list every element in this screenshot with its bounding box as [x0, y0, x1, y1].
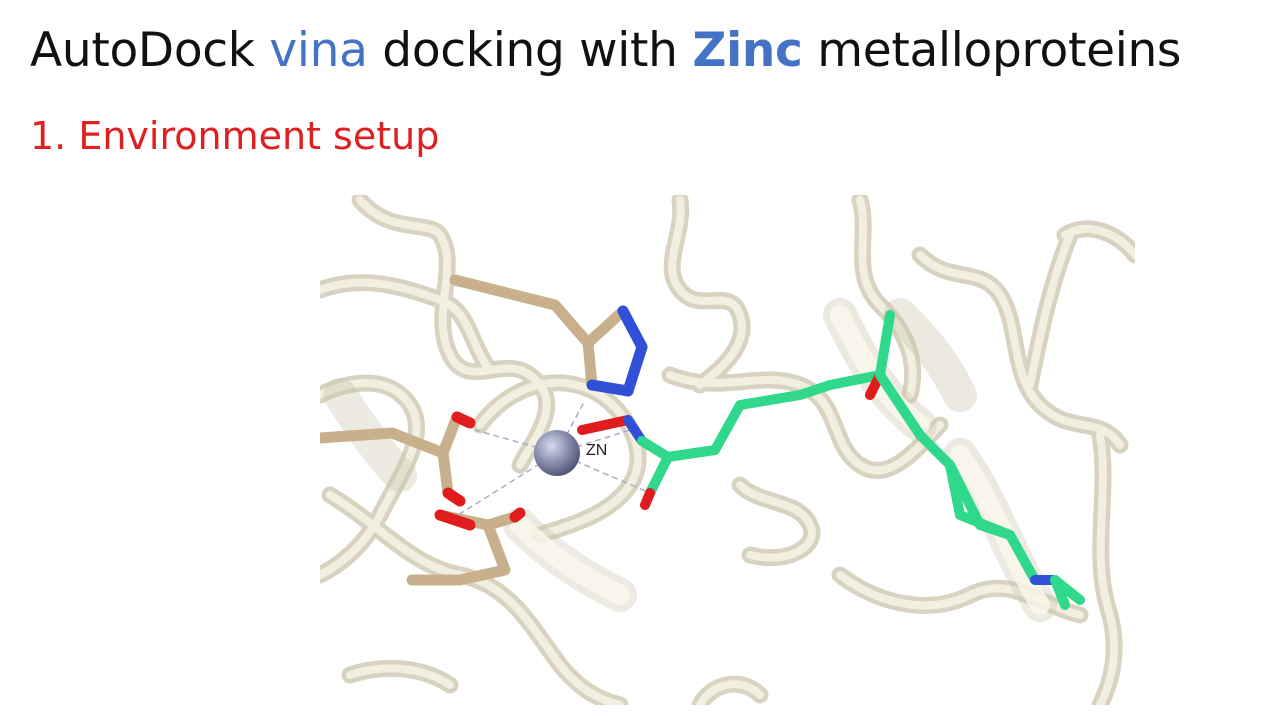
- docking-figure: ZN: [320, 195, 1135, 705]
- molecular-structure-image: ZN: [320, 195, 1135, 705]
- title-part2: docking with: [367, 23, 693, 78]
- slide-title: AutoDock vina docking with Zinc metallop…: [30, 20, 1181, 82]
- zinc-ion-icon: [534, 430, 580, 476]
- title-part3: metalloproteins: [802, 23, 1182, 78]
- slide-subtitle: 1. Environment setup: [30, 114, 440, 158]
- title-word-zinc: Zinc: [692, 23, 803, 78]
- carboxylate-sidechain-icon: [320, 411, 526, 586]
- title-part1: AutoDock: [30, 23, 270, 78]
- title-word-vina: vina: [269, 23, 368, 78]
- zinc-atom-label: ZN: [586, 442, 607, 459]
- histidine-sidechain-icon: [449, 274, 648, 397]
- hydroxamate-ligand-icon: [577, 310, 1085, 610]
